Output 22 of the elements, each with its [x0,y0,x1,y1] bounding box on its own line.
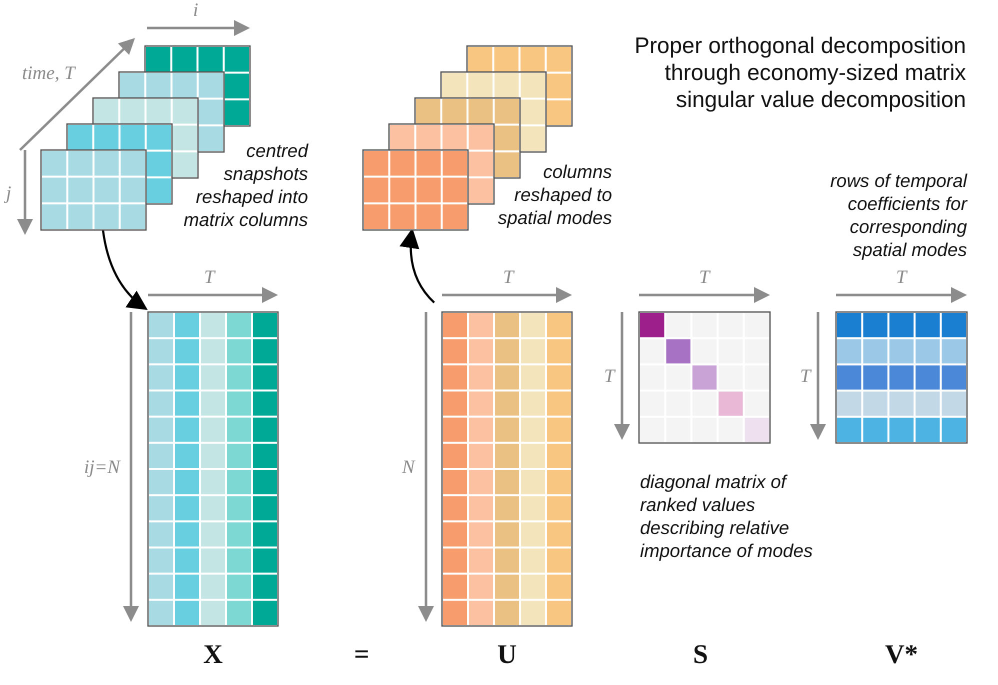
axis-label: j [6,183,12,205]
matrix-symbol: V* [885,639,918,670]
axis-label: T [800,366,811,388]
caption: columns reshaped to spatial modes [496,160,612,229]
axis-label: i [193,0,198,22]
caption: centred snapshots reshaped into matrix columns [182,139,308,231]
axis-label: ij=N [84,457,120,479]
axis-label: T [503,267,514,289]
matrix-symbol: S [693,639,708,670]
axis-label: T [604,366,615,388]
axis-label: N [402,457,415,479]
axis-label: T [699,267,710,289]
axis-label: T [204,267,215,289]
curved-arrow [102,230,148,310]
axis-label: time, T [22,63,75,85]
axis-label: T [896,267,907,289]
equals-sign: = [354,639,370,670]
caption: rows of temporal coefficients for corresponding spatial modes [829,169,967,261]
matrix-symbol: X [202,639,224,670]
matrix-symbol: U [496,639,518,670]
caption: diagonal matrix of ranked values describing relative importance of modes [640,470,814,562]
title: Proper orthogonal decomposition through economy-sized matrix singular value decomposition [634,32,966,113]
